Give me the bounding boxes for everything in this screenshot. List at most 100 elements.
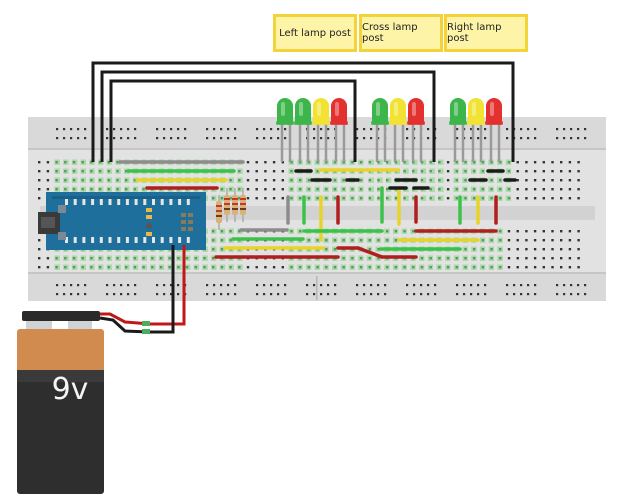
hole-highlight bbox=[89, 159, 95, 165]
hole bbox=[577, 161, 580, 164]
hole bbox=[255, 161, 258, 164]
hole-highlight bbox=[436, 264, 442, 270]
hole-highlight bbox=[349, 237, 355, 243]
hole bbox=[334, 284, 337, 287]
hole bbox=[527, 128, 530, 131]
hole-highlight bbox=[71, 255, 78, 261]
hole-highlight bbox=[358, 237, 364, 243]
hole-highlight bbox=[358, 186, 364, 192]
hole-highlight bbox=[385, 177, 392, 183]
hole-highlight bbox=[176, 255, 182, 261]
header-pin bbox=[134, 199, 138, 205]
hole bbox=[577, 230, 580, 233]
hole bbox=[484, 128, 487, 131]
hole bbox=[533, 179, 537, 182]
hole bbox=[477, 128, 480, 131]
hole-highlight bbox=[340, 186, 347, 192]
hole bbox=[77, 137, 80, 140]
hole bbox=[568, 188, 572, 191]
hole-highlight bbox=[80, 186, 86, 192]
hole-highlight bbox=[488, 237, 494, 243]
hole-highlight bbox=[219, 228, 226, 234]
header-pin bbox=[186, 199, 190, 205]
hole bbox=[542, 239, 545, 242]
hole-highlight bbox=[237, 168, 243, 174]
header-pin bbox=[82, 199, 86, 205]
hole-highlight bbox=[340, 177, 347, 183]
hole bbox=[134, 293, 137, 296]
hole-highlight bbox=[497, 159, 503, 165]
hole bbox=[420, 293, 423, 296]
hole bbox=[551, 161, 554, 164]
hole-highlight bbox=[167, 264, 173, 270]
header-pin bbox=[186, 237, 190, 243]
hole-highlight bbox=[375, 246, 381, 252]
hole bbox=[127, 284, 130, 287]
hole bbox=[177, 128, 180, 131]
header-pin bbox=[143, 237, 147, 243]
hole-highlight bbox=[288, 159, 294, 165]
hole-highlight bbox=[366, 246, 373, 252]
hole-highlight bbox=[106, 159, 113, 165]
hole bbox=[38, 179, 41, 182]
hole bbox=[533, 188, 537, 191]
hole-highlight bbox=[462, 195, 468, 201]
hole bbox=[264, 197, 267, 200]
hole bbox=[577, 257, 580, 260]
hole bbox=[516, 239, 519, 242]
hole-highlight bbox=[332, 177, 338, 183]
hole bbox=[534, 128, 537, 131]
label-right-lamp-post: Right lamp post bbox=[444, 14, 528, 52]
hole bbox=[542, 266, 545, 269]
hole-highlight bbox=[453, 186, 459, 192]
hole-highlight bbox=[488, 264, 494, 270]
hole-highlight bbox=[237, 195, 243, 201]
hole-highlight bbox=[219, 186, 226, 192]
hole-highlight bbox=[193, 255, 200, 261]
hole bbox=[551, 266, 554, 269]
hole bbox=[370, 137, 373, 140]
hole-highlight bbox=[438, 177, 444, 183]
hole-highlight bbox=[80, 168, 86, 174]
hole-highlight bbox=[80, 264, 86, 270]
hole bbox=[246, 197, 250, 200]
hole-highlight bbox=[297, 177, 303, 183]
header-pin bbox=[117, 237, 121, 243]
hole-highlight bbox=[288, 168, 294, 174]
hole-highlight bbox=[479, 237, 486, 243]
hole-highlight bbox=[479, 159, 485, 165]
hole bbox=[568, 161, 572, 164]
hole bbox=[84, 137, 87, 140]
hole-highlight bbox=[185, 255, 191, 261]
hole-highlight bbox=[497, 237, 503, 243]
hole-highlight bbox=[445, 264, 451, 270]
hole bbox=[70, 284, 73, 287]
hole bbox=[134, 128, 137, 131]
hole bbox=[213, 284, 216, 287]
header-pin bbox=[108, 199, 112, 205]
hole bbox=[272, 266, 276, 269]
hole bbox=[525, 170, 528, 173]
hole-highlight bbox=[462, 246, 468, 252]
hole bbox=[356, 128, 359, 131]
hole-highlight bbox=[98, 264, 104, 270]
hole-highlight bbox=[470, 168, 477, 174]
hole-highlight bbox=[438, 186, 444, 192]
hole bbox=[263, 128, 266, 131]
hole-highlight bbox=[332, 237, 338, 243]
hole bbox=[525, 266, 528, 269]
hole bbox=[525, 239, 528, 242]
hole bbox=[106, 284, 109, 287]
hole bbox=[56, 284, 59, 287]
hole bbox=[277, 128, 280, 131]
hole bbox=[120, 137, 123, 140]
hole bbox=[156, 284, 159, 287]
hole bbox=[177, 284, 180, 287]
hole-highlight bbox=[71, 186, 78, 192]
hole bbox=[327, 137, 330, 140]
hole-highlight bbox=[358, 159, 364, 165]
header-pin bbox=[91, 199, 95, 205]
hole-highlight bbox=[202, 255, 208, 261]
hole-highlight bbox=[150, 264, 156, 270]
hole bbox=[256, 137, 259, 140]
